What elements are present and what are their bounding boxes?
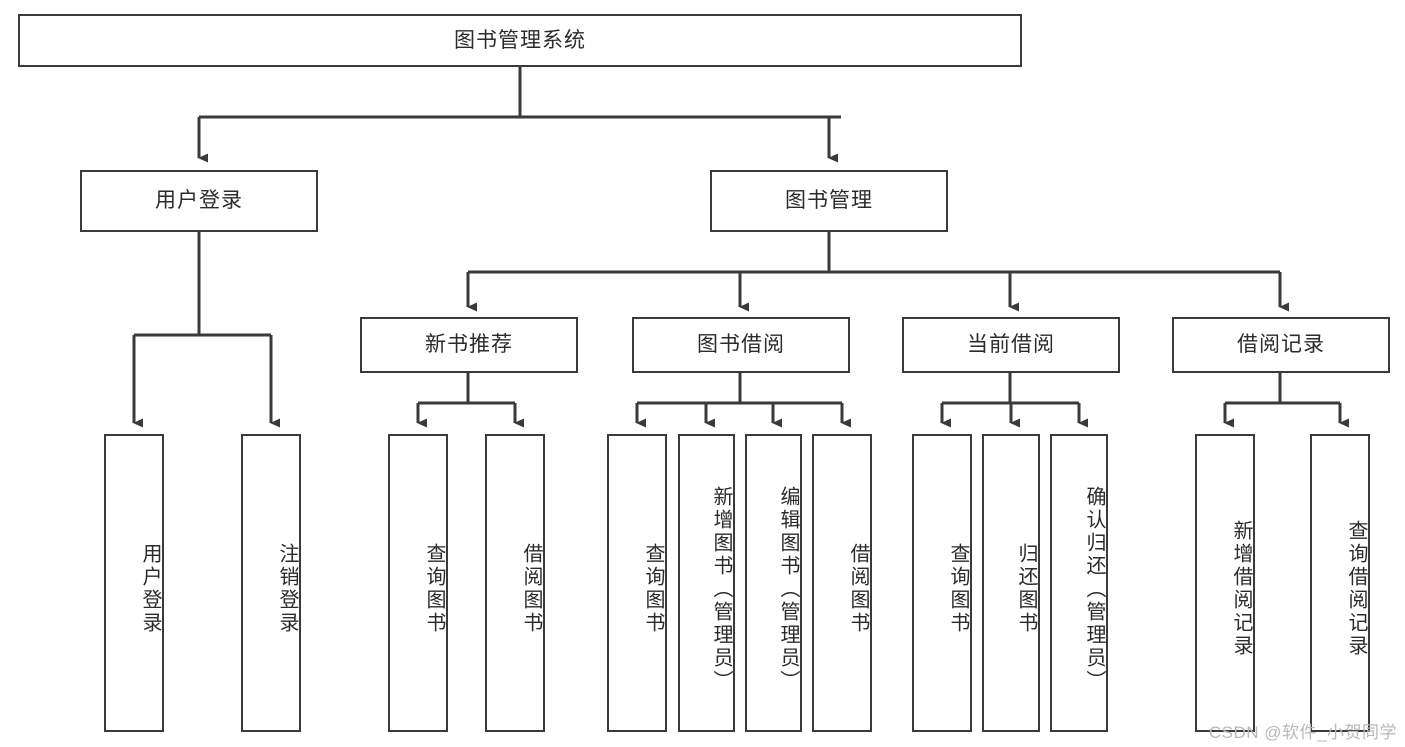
leaf-cur-confirm-return[interactable]: 确认归还（管理员） bbox=[1050, 434, 1108, 732]
leaf-logout-label: 注销登录 bbox=[276, 543, 298, 635]
node-current-borrow-label: 当前借阅 bbox=[967, 333, 1055, 357]
leaf-cur-return-book[interactable]: 归还图书 bbox=[982, 434, 1040, 732]
node-book-borrow[interactable]: 图书借阅 bbox=[632, 317, 850, 373]
node-current-borrow[interactable]: 当前借阅 bbox=[902, 317, 1120, 373]
leaf-rec-add-record[interactable]: 新增借阅记录 bbox=[1195, 434, 1255, 732]
leaf-cur-query-book[interactable]: 查询图书 bbox=[912, 434, 972, 732]
leaf-nb-query-book[interactable]: 查询图书 bbox=[388, 434, 448, 732]
leaf-bw-add-book[interactable]: 新增图书（管理员） bbox=[678, 434, 735, 732]
leaf-bw-add-book-label: 新增图书（管理员） bbox=[710, 485, 732, 693]
leaf-nb-borrow-book-label: 借阅图书 bbox=[520, 543, 542, 635]
leaf-user-login-label: 用户登录 bbox=[139, 543, 161, 635]
leaf-bw-borrow-book-label: 借阅图书 bbox=[847, 543, 869, 635]
leaf-cur-query-book-label: 查询图书 bbox=[947, 543, 969, 635]
node-new-book-recommend[interactable]: 新书推荐 bbox=[360, 317, 578, 373]
leaf-bw-edit-book[interactable]: 编辑图书（管理员） bbox=[745, 434, 802, 732]
leaf-cur-return-book-label: 归还图书 bbox=[1015, 543, 1037, 635]
leaf-bw-query-book-label: 查询图书 bbox=[642, 543, 664, 635]
leaf-rec-add-record-label: 新增借阅记录 bbox=[1230, 520, 1252, 658]
leaf-bw-query-book[interactable]: 查询图书 bbox=[607, 434, 667, 732]
node-root-label: 图书管理系统 bbox=[454, 28, 586, 52]
node-new-book-recommend-label: 新书推荐 bbox=[425, 333, 513, 357]
watermark: CSDN @软件_小贺同学 bbox=[1208, 723, 1397, 742]
leaf-user-login[interactable]: 用户登录 bbox=[104, 434, 164, 732]
node-root[interactable]: 图书管理系统 bbox=[18, 14, 1022, 67]
node-borrow-records-label: 借阅记录 bbox=[1237, 333, 1325, 357]
node-user-login-label: 用户登录 bbox=[155, 189, 243, 213]
leaf-rec-query-record[interactable]: 查询借阅记录 bbox=[1310, 434, 1370, 732]
leaf-nb-query-book-label: 查询图书 bbox=[423, 543, 445, 635]
node-book-management[interactable]: 图书管理 bbox=[710, 170, 948, 232]
node-borrow-records[interactable]: 借阅记录 bbox=[1172, 317, 1390, 373]
leaf-cur-confirm-return-label: 确认归还（管理员） bbox=[1083, 485, 1105, 693]
leaf-bw-edit-book-label: 编辑图书（管理员） bbox=[777, 485, 799, 693]
node-book-management-label: 图书管理 bbox=[785, 189, 873, 213]
leaf-nb-borrow-book[interactable]: 借阅图书 bbox=[485, 434, 545, 732]
leaf-rec-query-record-label: 查询借阅记录 bbox=[1345, 520, 1367, 658]
leaf-logout[interactable]: 注销登录 bbox=[241, 434, 301, 732]
node-book-borrow-label: 图书借阅 bbox=[697, 333, 785, 357]
leaf-bw-borrow-book[interactable]: 借阅图书 bbox=[812, 434, 872, 732]
node-user-login[interactable]: 用户登录 bbox=[80, 170, 318, 232]
